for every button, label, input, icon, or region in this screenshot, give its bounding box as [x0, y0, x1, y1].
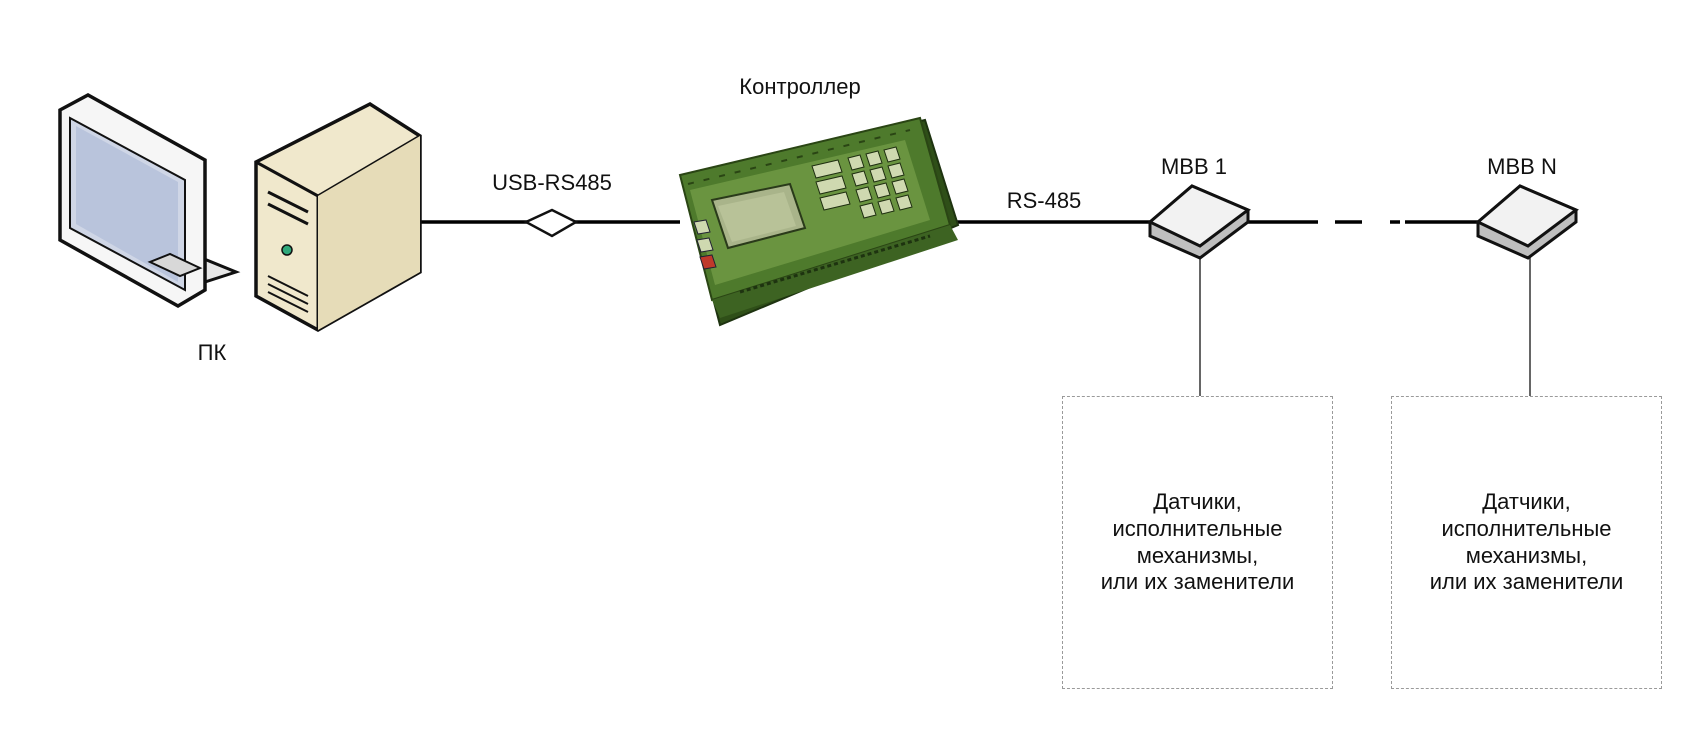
- module-n-icon: [1475, 184, 1579, 260]
- module-drop-lines: [1199, 255, 1531, 396]
- module-n-label: МВВ N: [1487, 154, 1557, 179]
- field-devices-box-1: Датчики, исполнительные механизмы, или и…: [1062, 396, 1333, 689]
- converter-label: USB-RS485: [492, 170, 612, 195]
- monitor-icon: [58, 93, 241, 309]
- field-devices-text-1: Датчики, исполнительные механизмы, или и…: [1100, 488, 1295, 595]
- module-1-label: МВВ 1: [1160, 154, 1228, 179]
- controller-device-icon: [678, 116, 960, 327]
- pc-tower-icon: [254, 101, 422, 333]
- field-devices-box-n: Датчики, исполнительные механизмы, или и…: [1391, 396, 1662, 689]
- field-devices-text-n: Датчики, исполнительные механизмы, или и…: [1429, 488, 1624, 595]
- bus-label: RS-485: [1006, 188, 1082, 213]
- module-1-icon: [1147, 184, 1251, 260]
- pc-label: ПК: [197, 340, 227, 365]
- controller-label: Контроллер: [739, 74, 861, 99]
- converter-icon: [523, 208, 579, 238]
